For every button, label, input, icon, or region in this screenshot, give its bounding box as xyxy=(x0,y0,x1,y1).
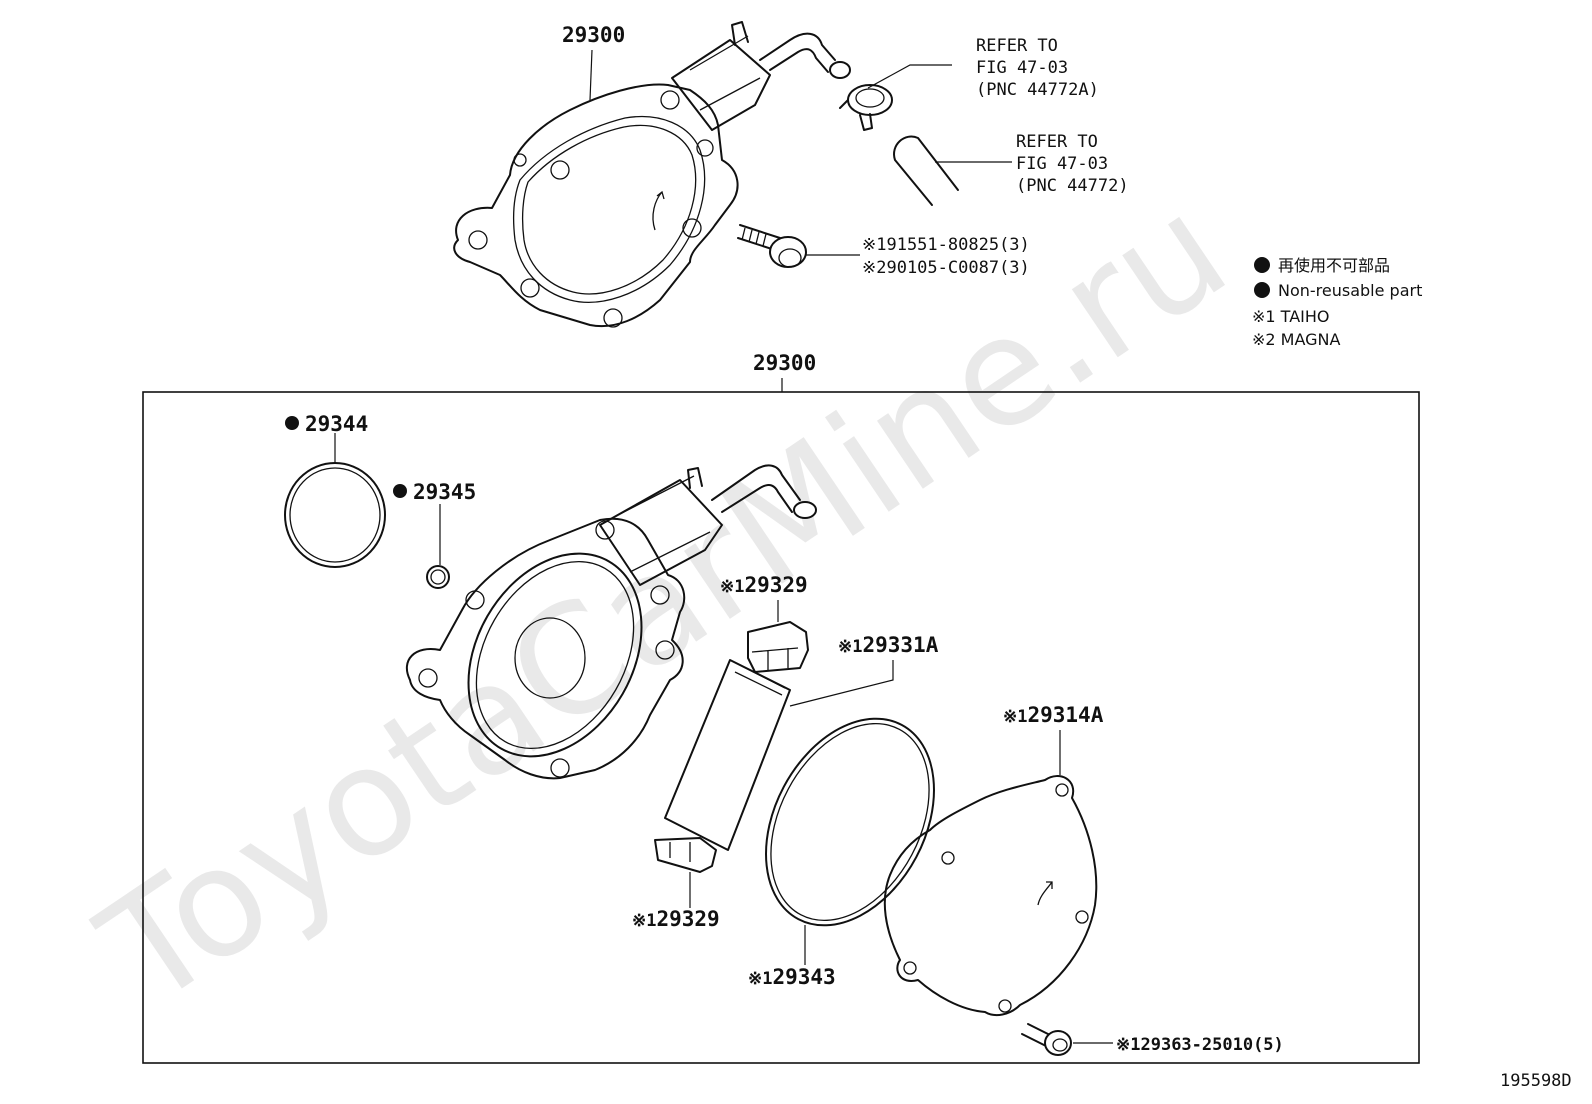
ref1-line1: REFER TO xyxy=(976,36,1058,56)
hose-clamp xyxy=(839,84,893,131)
legend-note-magna: ※2 MAGNA xyxy=(1252,330,1341,349)
label-29329-top: ※129329 xyxy=(720,573,808,597)
pump-bolt xyxy=(737,224,807,268)
ref2-line1: REFER TO xyxy=(1016,132,1098,152)
exploded-view-frame xyxy=(142,391,1420,1064)
ref-fig-47-03-hose: REFER TO FIG 47-03 (PNC 44772) xyxy=(1016,132,1129,196)
cover-bolt: ※129363-25010(5) xyxy=(1021,1023,1284,1056)
label-29331a: ※129331A xyxy=(838,633,939,657)
ref1-line3: (PNC 44772A) xyxy=(976,80,1099,100)
pump-housing xyxy=(405,464,817,780)
pump-cover: ※129314A xyxy=(883,703,1104,1017)
legend-dot-jp xyxy=(1254,257,1270,273)
hose xyxy=(893,135,959,206)
legend-jp: 再使用不可部品 xyxy=(1278,256,1390,275)
label-29329-bottom: ※129329 xyxy=(632,907,720,931)
cover-gasket: ※129343 xyxy=(748,717,935,989)
oring-29344: 29344 xyxy=(284,412,386,568)
label-29344: 29344 xyxy=(305,412,368,436)
bolt-label-taiho: ※191551-80825(3) xyxy=(862,235,1030,255)
box-assembly-label: 29300 xyxy=(753,351,816,375)
ref-fig-47-03-clamp: REFER TO FIG 47-03 (PNC 44772A) xyxy=(976,36,1099,100)
bolt-label-magna: ※290105-C0087(3) xyxy=(862,258,1030,278)
vane-cap-top: ※129329 xyxy=(720,573,809,673)
label-29314a: ※129314A xyxy=(1003,703,1104,727)
label-29343: ※129343 xyxy=(748,965,836,989)
bolt-part-numbers: ※191551-80825(3) ※290105-C0087(3) xyxy=(862,235,1030,278)
ref1-line2: FIG 47-03 xyxy=(976,58,1068,78)
legend-en: Non-reusable part xyxy=(1278,281,1422,300)
top-vacuum-pump-assembly: 29300 xyxy=(453,21,1012,328)
label-29363-25010: ※129363-25010(5) xyxy=(1116,1035,1284,1055)
legend-dot-en xyxy=(1254,282,1270,298)
figure-id: 195598D xyxy=(1500,1071,1572,1091)
legend-note-taiho: ※1 TAIHO xyxy=(1252,307,1330,326)
vane-cap-bottom: ※129329 xyxy=(632,837,720,931)
oring-29345: 29345 xyxy=(393,480,476,589)
label-29345: 29345 xyxy=(413,480,476,504)
ref2-line3: (PNC 44772) xyxy=(1016,176,1129,196)
legend: 再使用不可部品 Non-reusable part ※1 TAIHO ※2 MA… xyxy=(1252,256,1422,349)
top-assembly-label: 29300 xyxy=(562,23,625,47)
vane: ※129331A xyxy=(664,633,939,851)
ref2-line2: FIG 47-03 xyxy=(1016,154,1108,174)
